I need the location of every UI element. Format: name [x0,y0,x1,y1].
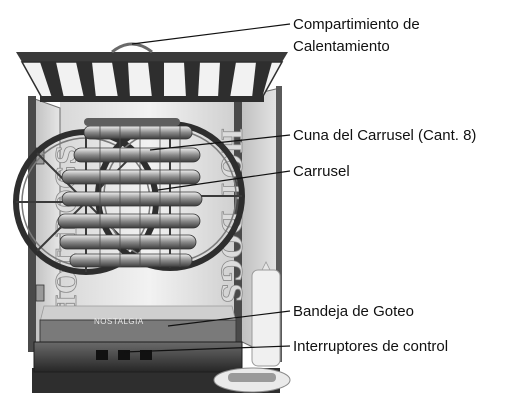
cradle [69,253,193,268]
lower-hinge [35,284,45,302]
brand-plate: NOSTALGIA [94,317,144,326]
leader-compartment [131,23,291,45]
label-carousel: Carrusel [293,163,350,180]
leader-control-switches [123,345,291,353]
cradle [57,213,201,229]
label-carousel-cradle: Cuna del Carrusel (Cant. 8) [293,127,476,144]
switch[interactable] [140,350,152,360]
control-base [33,341,243,373]
label-drip-tray: Bandeja de Goteo [293,303,414,320]
label-compartment: Compartimiento de Calentamiento [293,16,424,55]
cradle [61,191,203,207]
label-compartment-line-2: Calentamiento [293,38,390,55]
heating-compartment [16,42,288,102]
cradle [84,118,180,126]
label-control-switches: Interruptores de control [293,338,448,355]
callout-labels: Compartimiento de Calentamiento Cuna del… [293,16,476,355]
left-front-post [28,96,36,352]
hot-dog-machine: HOT DOGS HOT DOGS [13,42,291,393]
callout-leaders [123,23,291,353]
leader-carousel [157,170,291,191]
leader-drip-tray [167,310,291,327]
switch[interactable] [118,350,130,360]
cradle [59,234,197,250]
carousel-cradles [57,118,203,268]
right-back-post [276,86,282,362]
leader-carousel-cradle [149,134,291,151]
label-compartment-line-1: Compartimiento de [293,16,420,33]
cradle [61,169,201,185]
control-switches[interactable] [96,350,152,360]
right-side-lettering: HOT DOGS [215,128,246,304]
cradle [73,147,201,163]
condiment-bottle [251,261,281,367]
hot-dog-plate [213,367,291,393]
switch[interactable] [96,350,108,360]
